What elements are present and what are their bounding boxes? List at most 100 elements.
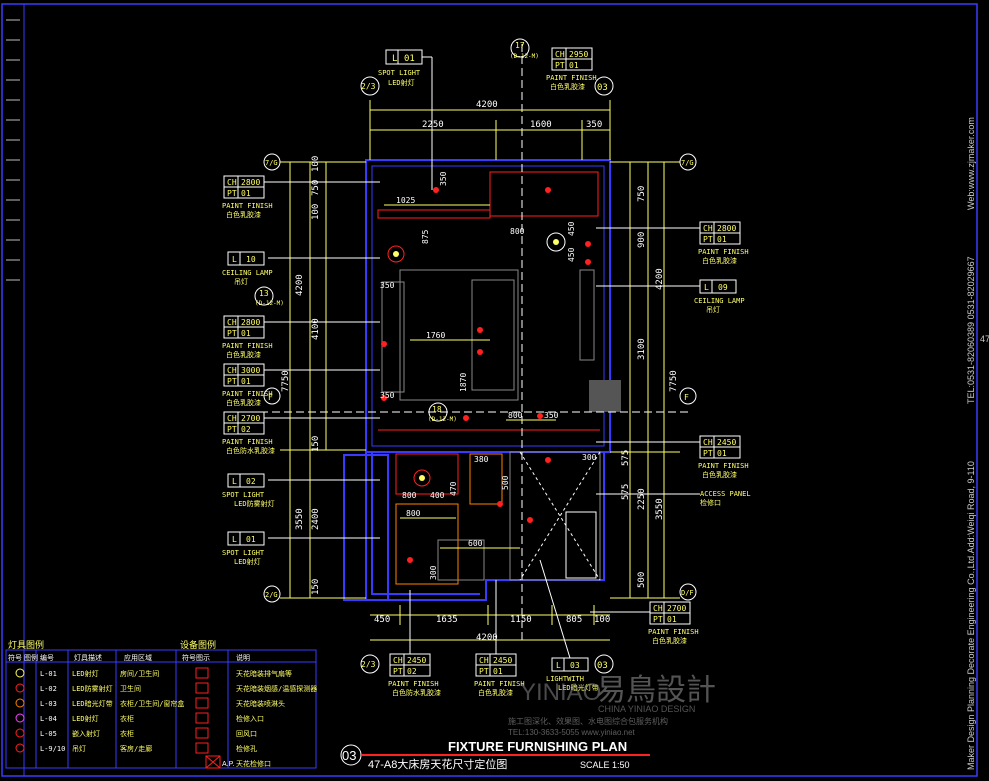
idim-800c: 800 [402, 491, 417, 500]
ldim-3550: 3550 [295, 508, 305, 530]
bdim-e: 100 [594, 615, 610, 625]
grid-13: 13 [259, 289, 269, 298]
watermark: YINIAO 易鳥設計 CHINA YINIAO DESIGN 施工图深化、效果… [508, 674, 716, 737]
legend-note-6: 检修孔 [236, 744, 257, 753]
legend-h1: 符号 图例 [8, 653, 38, 662]
left-dim-labels: 100 750 100 4200 4100 7750 150 3550 2400… [281, 156, 321, 595]
left-tag-3-line2: 白色乳胶漆 [226, 350, 261, 359]
left-tag-6-tag-number: 02 [246, 477, 256, 486]
bottom-tag-2-ch-label: CH [393, 656, 403, 665]
idim-1870: 1870 [459, 373, 468, 392]
side-company: Maker Design Planning Decorate Engineeri… [966, 461, 976, 770]
grid-18-sub: (D-12-M) [428, 416, 457, 423]
left-tag-6-line2: LED防雾射灯 [234, 499, 275, 508]
ldim-150: 150 [311, 436, 321, 452]
watermark-logo-b: 易鳥設計 [596, 674, 716, 707]
left-tag-1-pt-label: PT [227, 189, 237, 198]
side-text: Maker Design Planning Decorate Engineeri… [966, 117, 989, 770]
left-tag-3-ch-value: 2800 [241, 318, 260, 327]
right-tag-1-pt-label: PT [703, 235, 713, 244]
legend-h3: 灯具描述 [74, 653, 102, 662]
bottom-dim-labels: 450 1635 1150 805 100 4200 [374, 615, 610, 643]
bottom-tag-3-line1: PAINT FINISH [474, 680, 525, 688]
idim-400: 400 [430, 491, 445, 500]
bottom-tag-3-pt-value: 01 [493, 667, 503, 676]
ldim-7750: 7750 [281, 370, 291, 392]
legend-ap-desc: 天花检修口 [236, 759, 271, 768]
legend-area-3: 衣柜/卫生间/窗帘盒 [120, 699, 184, 708]
legend-code-1: L-01 [40, 670, 57, 678]
top-dim-b: 1600 [530, 120, 552, 130]
right-tag-1-ch-label: CH [703, 224, 713, 233]
access-panel-block [589, 380, 621, 412]
grid-7g-left: 7/G [265, 159, 278, 167]
title-block: 03 FIXTURE FURNISHING PLAN 47-A8大床房天花尺寸定… [340, 739, 650, 771]
idim-1760: 1760 [426, 331, 445, 340]
right-tag-2-tag-number: 09 [718, 283, 728, 292]
bottom-tag-4-line2: LED暗光灯带 [558, 683, 599, 692]
left-tag-7-tag-letter: L [232, 535, 237, 544]
bottom-tag-3-ch-label: CH [479, 656, 489, 665]
legend-code-4: L-04 [40, 715, 57, 723]
idim-350: 350 [439, 171, 448, 186]
rdim-2250: 2250 [637, 488, 647, 510]
dimension-lines [280, 100, 680, 641]
idim-380: 380 [474, 455, 489, 464]
idim-800b: 800 [508, 411, 523, 420]
legend-area-4: 衣柜 [120, 714, 134, 723]
legend-desc-2: LED防雾射灯 [72, 684, 113, 693]
legend-desc-4: LED射灯 [72, 714, 99, 723]
idim-350d: 350 [544, 411, 559, 420]
legend-code-5: L-05 [40, 730, 57, 738]
rdim-3100: 3100 [637, 338, 647, 360]
legend-h2: 编号 [40, 653, 54, 662]
watermark-logo-a: YINIAO [520, 679, 601, 706]
legend-ap: A.P. [222, 761, 234, 768]
top-pt-label: PT [555, 61, 565, 70]
right-tag-1-ch-value: 2800 [717, 224, 736, 233]
watermark-line1: 施工图深化、效果图、水电图综合包服务机构 [508, 716, 668, 726]
grid-2-3-top: 2/3 [361, 82, 376, 91]
grid-17-label: 17 [515, 41, 525, 50]
bottom-tag-2-ch-value: 2450 [407, 656, 426, 665]
right-tag-4-line2: 检修口 [700, 498, 721, 507]
bottom-tag-3-line2: 白色乳胶漆 [478, 688, 513, 697]
rdim-575b: 575 [621, 484, 631, 500]
left-tag-1-pt-value: 01 [241, 189, 251, 198]
idim-350b: 350 [380, 281, 395, 290]
legend-h6: 说明 [236, 653, 250, 662]
legend-area-6: 客房/走廊 [120, 744, 152, 753]
legend-h4: 应用区域 [124, 653, 152, 662]
ldim-2400: 2400 [311, 508, 321, 530]
right-dim-labels: 750 900 4200 3100 7750 575 575 2250 3550… [621, 186, 679, 588]
bdim-total: 4200 [476, 633, 498, 643]
bdim-d: 805 [566, 615, 582, 625]
left-tag-1-line2: 白色乳胶漆 [226, 210, 261, 219]
top-pt-value: 01 [569, 61, 579, 70]
left-tag-2-tag-number: 10 [246, 255, 256, 264]
idim-875: 875 [421, 229, 430, 244]
grid-df-right: D/F [681, 589, 694, 597]
bottom-tag-2-line2: 白色防水乳胶漆 [392, 688, 441, 697]
top-ch-label: CH [555, 50, 565, 59]
ldim-750a: 750 [311, 180, 321, 196]
rdim-575: 575 [621, 450, 631, 466]
left-tag-4-ch-label: CH [227, 366, 237, 375]
left-tag-3-pt-value: 01 [241, 329, 251, 338]
side-tel: TEL:0531-82060389 0531-82029667 [966, 256, 976, 404]
title-chinese: 47-A8大床房天花尺寸定位图 [368, 757, 507, 771]
grid-f-left: F [268, 393, 273, 402]
idim-300: 300 [582, 453, 597, 462]
bdim-b: 1635 [436, 615, 458, 625]
legend-note-5: 回风口 [236, 730, 257, 738]
legend-desc-3: LED暗光灯带 [72, 699, 113, 708]
bottom-tag-1-line1: PAINT FINISH [648, 628, 699, 636]
bottom-tag-4-tag-letter: L [556, 661, 561, 670]
grid-7g-right: 7/G [681, 159, 694, 167]
legend-title-2: 设备图例 [180, 639, 216, 650]
right-grids: 7/G F D/F [679, 153, 697, 601]
right-tag-4-line1: ACCESS PANEL [700, 490, 751, 498]
